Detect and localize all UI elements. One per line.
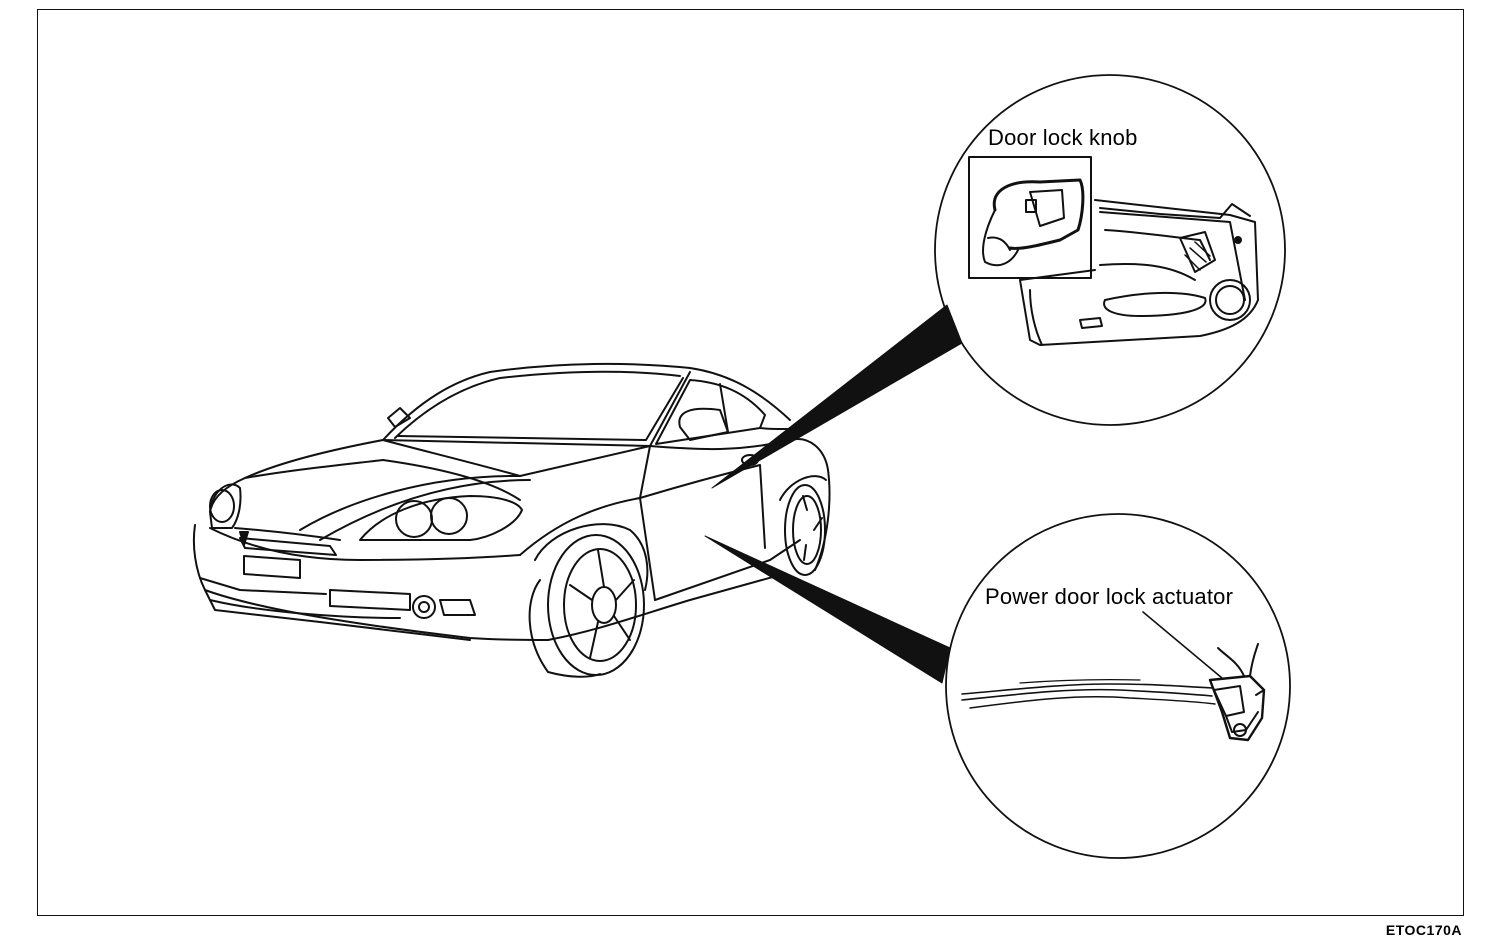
pointer-wedges	[704, 304, 963, 684]
figure-code: ETOC170A	[1385, 922, 1462, 938]
car-illustration-icon	[192, 362, 831, 678]
power-door-lock-actuator-detail	[945, 513, 1291, 859]
knob-pointer-wedge	[711, 304, 963, 489]
knob-inset-box	[968, 156, 1092, 279]
door-lock-knob-detail	[934, 74, 1286, 426]
door-lock-knob-label: Door lock knob	[988, 125, 1138, 150]
figure-frame	[37, 9, 1464, 916]
power-door-lock-actuator-label: Power door lock actuator	[985, 584, 1234, 609]
actuator-leader-line	[1142, 611, 1223, 679]
actuator-pointer-wedge	[704, 535, 951, 684]
